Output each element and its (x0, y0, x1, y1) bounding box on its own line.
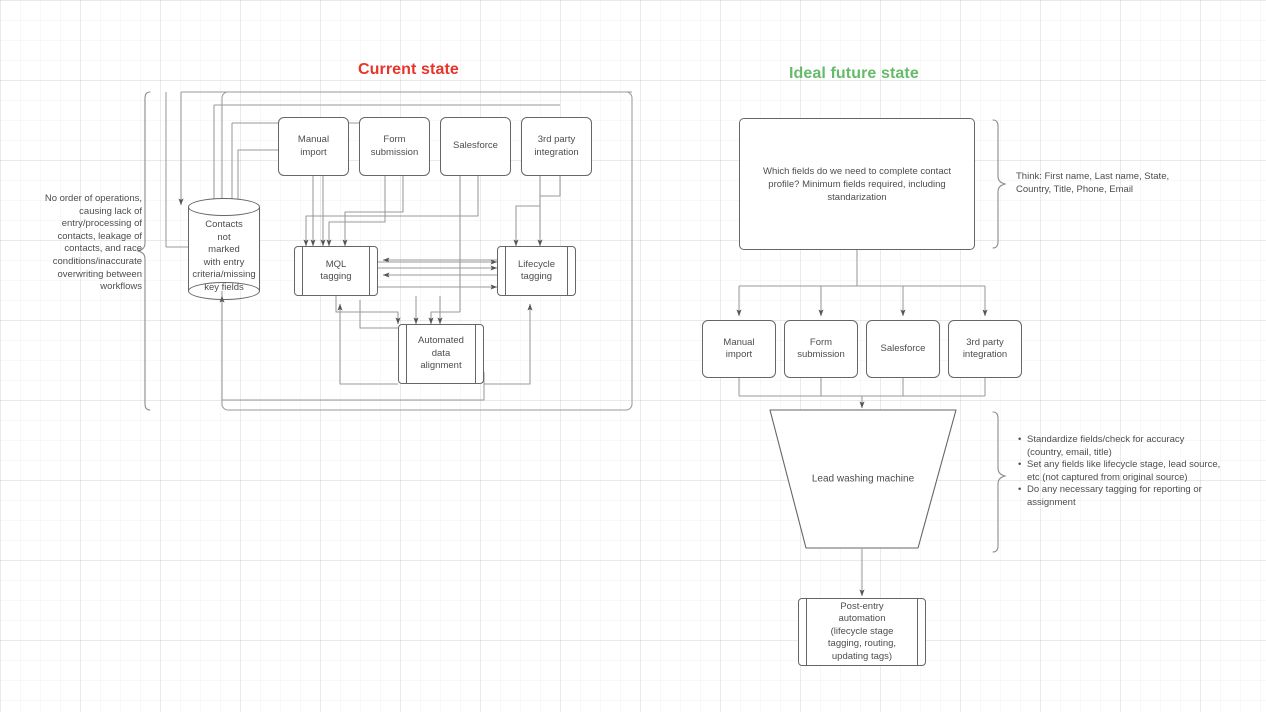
node-label: Salesforce (453, 140, 498, 152)
node-label: MQL tagging (320, 258, 352, 283)
node-current-3rd-party-integration[interactable]: 3rd party integration (521, 117, 592, 176)
node-label: Manual import (723, 336, 755, 361)
node-label: Manual import (297, 134, 330, 158)
annotation-required-fields-note: Think: First name, Last name, State, Cou… (1016, 171, 1170, 195)
datastore-label: Contacts not marked with entry criteria/… (192, 219, 256, 293)
node-label: Post-entry automation (lifecycle stage t… (827, 600, 897, 662)
node-label: Form submission (370, 134, 419, 158)
node-lead-washing-machine[interactable]: Lead washing machine (770, 410, 956, 548)
node-label: Form submission (797, 336, 845, 361)
node-label: Lifecycle tagging (518, 258, 555, 283)
node-future-form-submission[interactable]: Form submission (784, 320, 858, 378)
washer-note-item: Set any fields like lifecycle stage, lea… (1018, 459, 1223, 484)
node-automated-data-alignment[interactable]: Automated data alignment (398, 324, 484, 384)
title-ideal-future-state: Ideal future state (789, 65, 919, 82)
bracket-washer-notes (992, 411, 1007, 553)
node-label: 3rd party integration (534, 134, 579, 158)
node-label: Lead washing machine (811, 473, 915, 485)
node-future-manual-import[interactable]: Manual import (702, 320, 776, 378)
node-mql-tagging[interactable]: MQL tagging (294, 246, 378, 296)
node-label: Salesforce (880, 342, 926, 354)
node-future-salesforce[interactable]: Salesforce (866, 320, 940, 378)
node-current-manual-import[interactable]: Manual import (278, 117, 349, 176)
node-current-form-submission[interactable]: Form submission (359, 117, 430, 176)
datastore-contacts: Contacts not marked with entry criteria/… (188, 198, 260, 300)
node-future-3rd-party-integration[interactable]: 3rd party integration (948, 320, 1022, 378)
node-required-fields-question[interactable]: Which fields do we need to complete cont… (739, 118, 975, 250)
cylinder-top (188, 198, 260, 216)
annotation-washer-notes: Standardize fields/check for accuracy (c… (1016, 434, 1223, 510)
node-label: Automated data alignment (418, 335, 464, 372)
washer-note-item: Do any necessary tagging for reporting o… (1018, 484, 1223, 509)
node-post-entry-automation[interactable]: Post-entry automation (lifecycle stage t… (798, 598, 926, 666)
node-lifecycle-tagging[interactable]: Lifecycle tagging (497, 246, 576, 296)
node-label: Which fields do we need to complete cont… (763, 165, 951, 203)
node-label: 3rd party integration (962, 336, 1008, 361)
bracket-question-note (992, 119, 1007, 249)
node-current-salesforce[interactable]: Salesforce (440, 117, 511, 176)
washer-note-item: Standardize fields/check for accuracy (c… (1018, 434, 1223, 459)
annotation-current-state-problems: No order of operations, causing lack of … (44, 193, 142, 293)
title-current-state: Current state (358, 61, 459, 78)
